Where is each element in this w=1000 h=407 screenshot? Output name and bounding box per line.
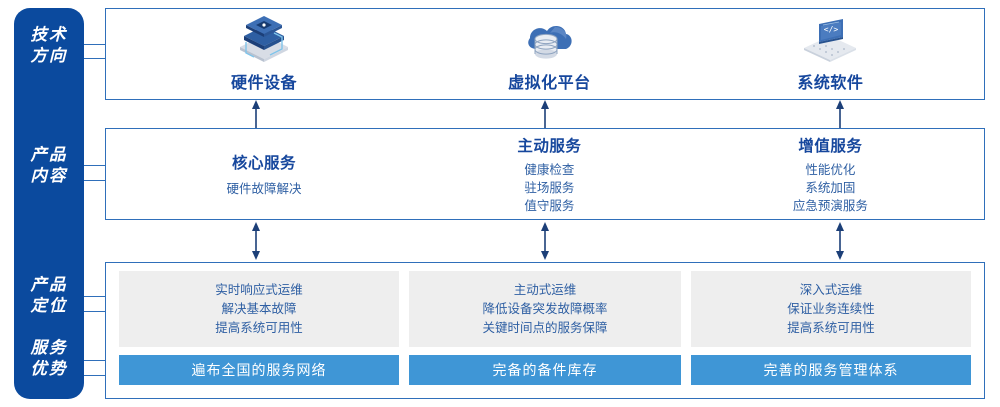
rail-label-service-advantage: 服务 优势 bbox=[14, 338, 84, 380]
service-group-title: 核心服务 bbox=[232, 154, 297, 172]
product-content-panel: 核心服务 硬件故障解决 主动服务 健康检查 驻场服务 值守服务 增值服务 性能优… bbox=[105, 128, 985, 220]
positioning-line: 实时响应式运维 bbox=[215, 282, 303, 297]
rail-label-line: 服务 bbox=[30, 339, 68, 357]
service-item: 应急预演服务 bbox=[792, 198, 868, 213]
arrow-up-down-icon bbox=[541, 222, 549, 260]
rail-label-line: 产品 bbox=[30, 146, 68, 164]
rail-label-line: 优势 bbox=[30, 360, 68, 378]
tech-column-hardware: 硬件设备 bbox=[124, 9, 405, 99]
tech-column-virtualization: 虚拟化平台 bbox=[409, 9, 690, 99]
service-item: 值守服务 bbox=[524, 198, 575, 213]
laptop-code-icon: </> bbox=[804, 19, 857, 62]
connector-line bbox=[84, 360, 106, 361]
svg-text:</>: </> bbox=[824, 25, 839, 34]
arrow-up-down-icon bbox=[836, 222, 844, 260]
advantage-label: 遍布全国的服务网络 bbox=[191, 362, 327, 378]
connector-line bbox=[84, 165, 106, 166]
arrow-up-icon bbox=[541, 100, 549, 128]
positioning-line: 提高系统可用性 bbox=[787, 320, 875, 335]
advantage-bar: 完备的备件库存 bbox=[409, 355, 681, 385]
arrow-up-icon bbox=[252, 100, 260, 128]
tech-title: 系统软件 bbox=[797, 75, 864, 92]
positioning-card: 实时响应式运维 解决基本故障 提高系统可用性 bbox=[119, 271, 399, 347]
connector-line bbox=[84, 296, 106, 297]
service-item: 驻场服务 bbox=[524, 180, 575, 195]
service-item: 健康检查 bbox=[524, 162, 575, 177]
advantage-bar: 完善的服务管理体系 bbox=[691, 355, 971, 385]
positioning-line: 主动式运维 bbox=[513, 282, 577, 297]
rail-label-line: 内容 bbox=[30, 167, 68, 185]
service-item: 系统加固 bbox=[805, 180, 856, 195]
positioning-line: 降低设备突发故障概率 bbox=[482, 301, 608, 316]
positioning-line: 保证业务连续性 bbox=[787, 301, 875, 316]
rail-label-line: 产品 bbox=[30, 276, 68, 294]
connector-line bbox=[84, 44, 106, 45]
product-column-proactive: 主动服务 健康检查 驻场服务 值守服务 bbox=[409, 129, 690, 219]
rail-label-line: 方向 bbox=[30, 47, 68, 65]
service-group-title: 增值服务 bbox=[798, 137, 863, 155]
tech-title: 虚拟化平台 bbox=[508, 75, 591, 92]
server-stack-icon bbox=[240, 16, 289, 62]
positioning-line: 关键时间点的服务保障 bbox=[482, 320, 608, 335]
advantage-bar: 遍布全国的服务网络 bbox=[119, 355, 399, 385]
connector-line bbox=[84, 58, 106, 59]
product-column-value-added: 增值服务 性能优化 系统加固 应急预演服务 bbox=[690, 129, 971, 219]
category-rail bbox=[14, 8, 84, 399]
rail-label-line: 定位 bbox=[30, 297, 68, 315]
positioning-line: 提高系统可用性 bbox=[215, 320, 303, 335]
advantage-label: 完备的备件库存 bbox=[492, 362, 598, 378]
tech-column-system-software: </> 系统软件 bbox=[690, 9, 971, 99]
positioning-line: 深入式运维 bbox=[799, 282, 863, 297]
product-column-core: 核心服务 硬件故障解决 bbox=[124, 129, 405, 219]
tech-title: 硬件设备 bbox=[231, 75, 298, 92]
cloud-database-icon bbox=[528, 25, 573, 59]
rail-label-line: 技术 bbox=[30, 26, 68, 44]
arrow-up-icon bbox=[836, 100, 844, 128]
rail-label-tech-direction: 技术 方向 bbox=[14, 25, 84, 67]
connector-line bbox=[84, 311, 106, 312]
advantage-label: 完善的服务管理体系 bbox=[763, 362, 899, 378]
arrow-up-down-icon bbox=[252, 222, 260, 260]
positioning-card: 主动式运维 降低设备突发故障概率 关键时间点的服务保障 bbox=[409, 271, 681, 347]
connector-line bbox=[84, 180, 106, 181]
service-group-title: 主动服务 bbox=[517, 137, 582, 155]
positioning-line: 解决基本故障 bbox=[221, 301, 297, 316]
service-item: 硬件故障解决 bbox=[226, 181, 302, 196]
rail-label-product-positioning: 产品 定位 bbox=[14, 275, 84, 317]
rail-label-product-content: 产品 内容 bbox=[14, 145, 84, 187]
connector-line bbox=[84, 375, 106, 376]
positioning-card: 深入式运维 保证业务连续性 提高系统可用性 bbox=[691, 271, 971, 347]
service-item: 性能优化 bbox=[805, 162, 856, 177]
positioning-advantage-panel: 实时响应式运维 解决基本故障 提高系统可用性 主动式运维 降低设备突发故障概率 … bbox=[105, 262, 985, 399]
tech-direction-panel: 硬件设备 虚拟化平台 bbox=[105, 8, 985, 100]
